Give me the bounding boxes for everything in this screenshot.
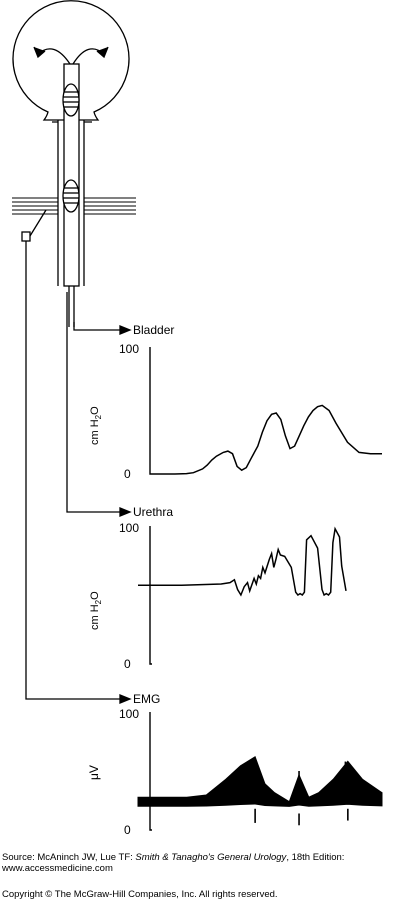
urethra-axis: 100 0 cm H2O bbox=[89, 521, 152, 671]
bladder-ymin-label: 0 bbox=[124, 467, 131, 481]
copyright-caption: Copyright © The McGraw-Hill Companies, I… bbox=[2, 889, 278, 900]
bladder-lead bbox=[73, 322, 122, 331]
bladder-trace bbox=[152, 404, 382, 475]
bladder-ymax-label: 100 bbox=[119, 342, 139, 356]
urethra-sensor-icon bbox=[62, 179, 80, 213]
emg-ymax-label: 100 bbox=[119, 707, 139, 721]
bladder-axis: 100 0 cm H2O bbox=[89, 342, 152, 481]
source-suffix: , 18th Edition: bbox=[286, 852, 345, 863]
flow-arrow-left-head-icon bbox=[33, 46, 46, 59]
urethra-label: Urethra bbox=[133, 505, 173, 519]
emg-lead bbox=[25, 241, 122, 700]
bladder-label: Bladder bbox=[133, 323, 174, 337]
source-url: www.accessmedicine.com bbox=[2, 863, 113, 874]
emg-ymin-label: 0 bbox=[124, 823, 131, 837]
urethra-lead bbox=[66, 292, 122, 513]
source-caption: Source: McAninch JW, Lue TF: Smith & Tan… bbox=[2, 852, 402, 874]
bladder-sensor-icon bbox=[62, 83, 80, 117]
bladder-lead-arrow-icon bbox=[119, 325, 132, 335]
source-prefix: Source: McAninch JW, Lue TF: bbox=[2, 852, 136, 863]
urethra-ymax-label: 100 bbox=[119, 521, 139, 535]
emg-needle bbox=[29, 209, 47, 237]
urethra-lead-arrow-icon bbox=[119, 507, 132, 517]
source-title: Smith & Tanagho's General Urology bbox=[135, 852, 287, 863]
pelvic-floor-muscle bbox=[12, 197, 136, 215]
bladder-outline bbox=[12, 0, 130, 121]
catheter-diagram bbox=[12, 0, 136, 704]
urethra-ymin-label: 0 bbox=[124, 657, 131, 671]
urethra-unit-label: cm H2O bbox=[89, 591, 103, 630]
emg-spikes bbox=[251, 759, 349, 826]
urethra-trace bbox=[138, 526, 347, 597]
flow-arrow-right-head-icon bbox=[96, 46, 109, 59]
emg-label: EMG bbox=[133, 692, 160, 706]
emg-electrode-icon bbox=[21, 231, 31, 242]
emg-lead-arrow-icon bbox=[119, 694, 132, 704]
emg-unit-label: μV bbox=[87, 765, 101, 780]
bladder-unit-label: cm H2O bbox=[89, 406, 103, 445]
emg-trace bbox=[137, 756, 383, 807]
emg-axis: 100 0 μV bbox=[87, 707, 152, 837]
catheter-tube bbox=[63, 63, 80, 287]
